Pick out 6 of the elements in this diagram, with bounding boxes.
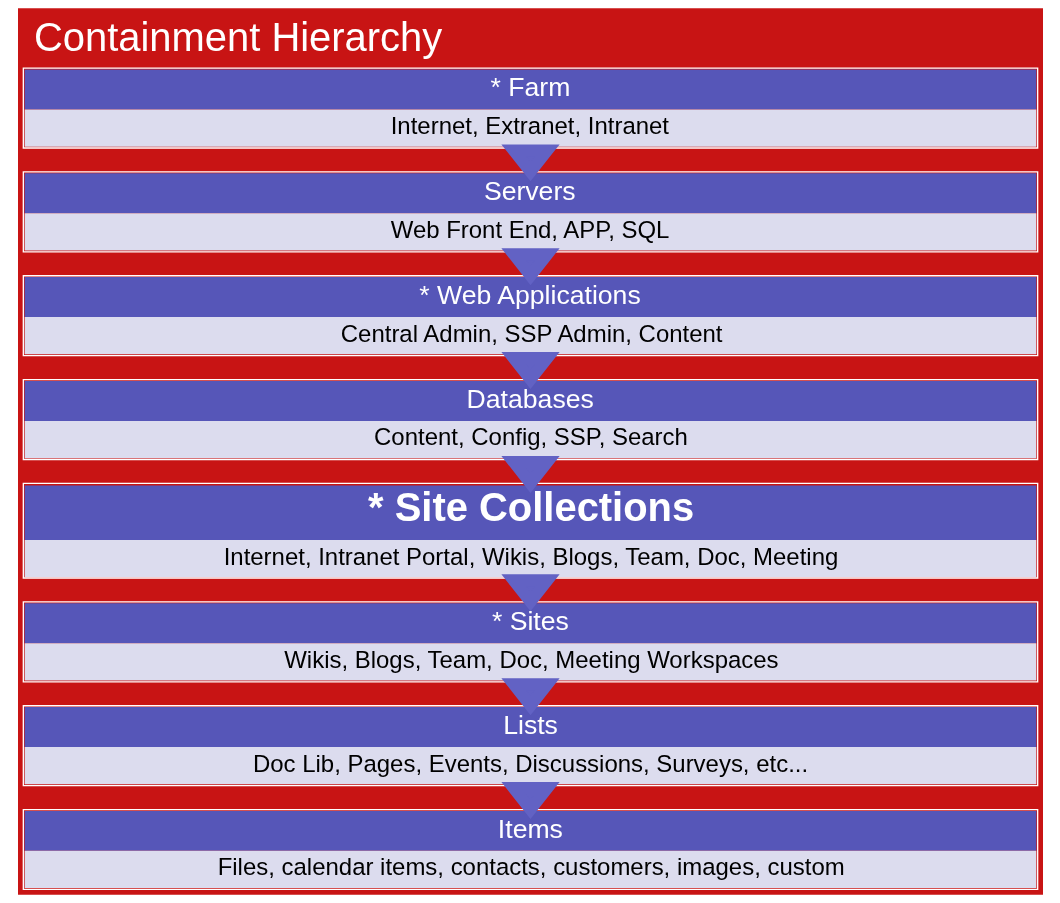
arrow xyxy=(500,678,560,716)
arrow xyxy=(500,455,560,493)
diagram-title: Containment Hierarchy xyxy=(33,14,442,59)
arrow xyxy=(500,144,560,182)
arrow xyxy=(500,574,560,612)
arrow xyxy=(500,248,560,286)
